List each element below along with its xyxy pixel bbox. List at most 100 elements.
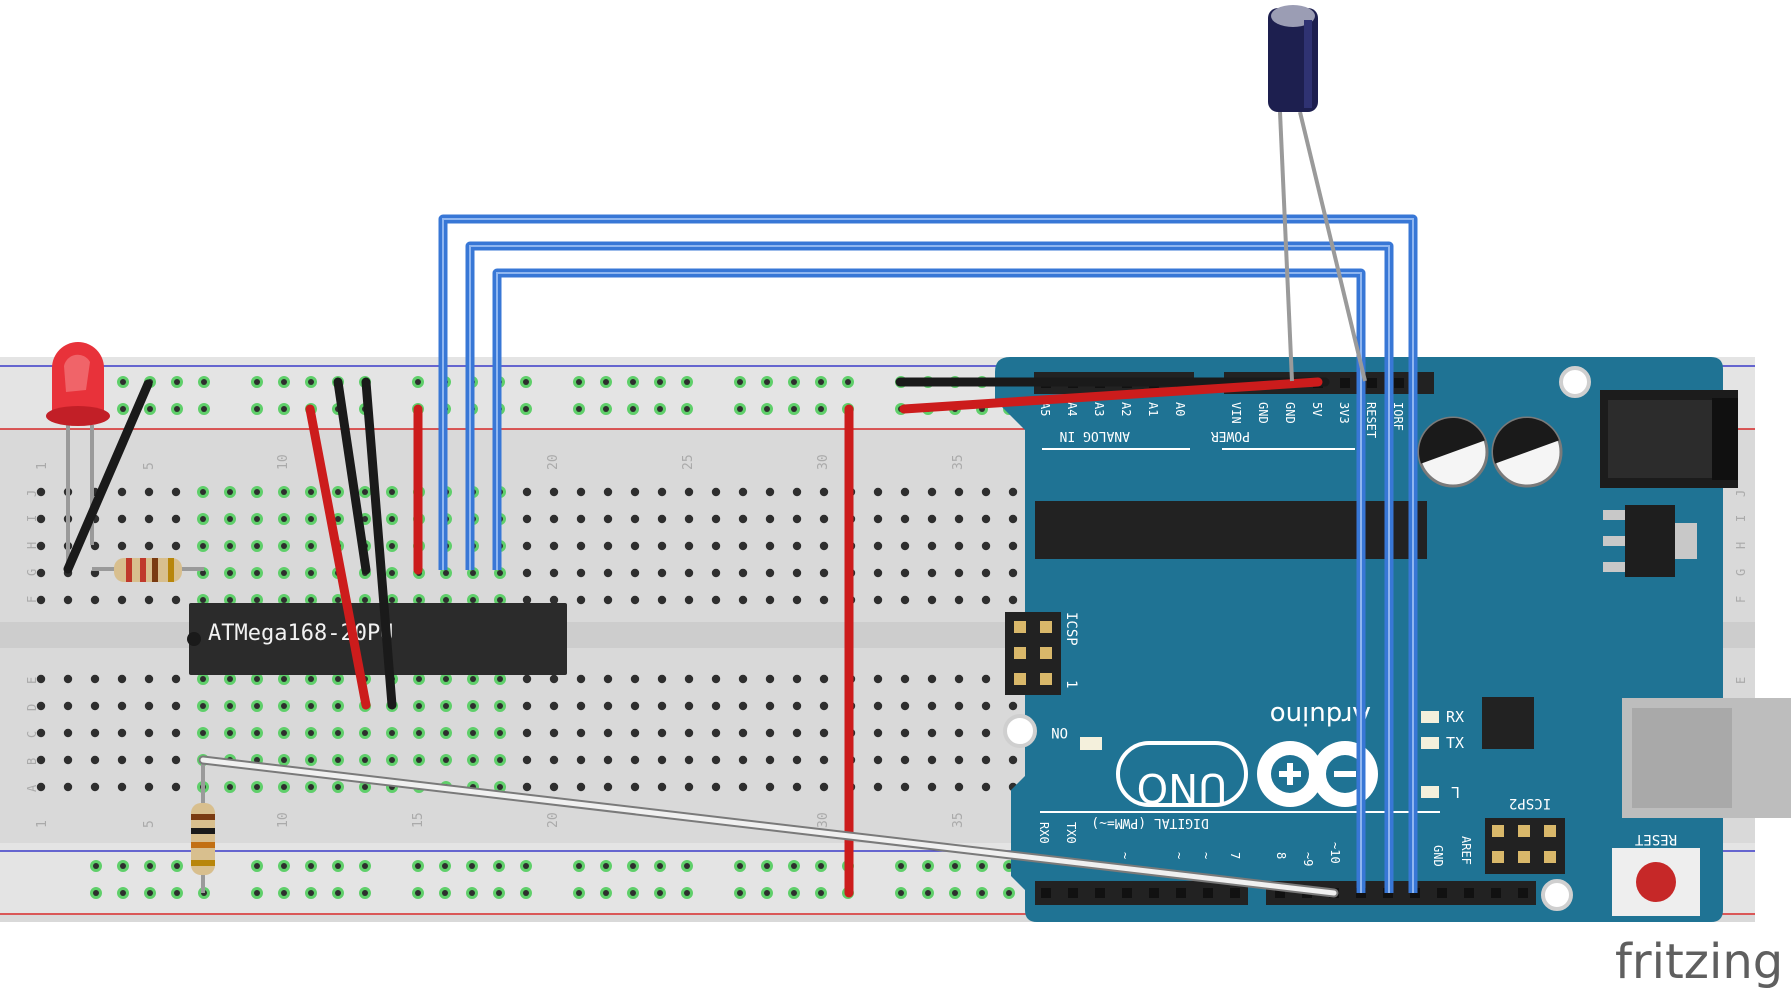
header-pin[interactable] [1464,888,1474,898]
breadboard-hole[interactable] [630,728,640,738]
breadboard-hole[interactable] [738,595,748,605]
breadboard-hole[interactable] [711,514,721,524]
breadboard-hole[interactable] [954,674,964,684]
breadboard-hole[interactable] [603,487,613,497]
breadboard-hole[interactable] [900,782,910,792]
breadboard-hole[interactable] [117,541,127,551]
header-pin[interactable] [1176,888,1186,898]
breadboard-hole[interactable] [711,487,721,497]
breadboard-hole[interactable] [1008,755,1018,765]
breadboard-hole[interactable] [549,701,559,711]
breadboard-hole[interactable] [549,728,559,738]
breadboard-hole[interactable] [792,487,802,497]
red-led[interactable] [46,342,110,569]
breadboard-hole[interactable] [36,514,46,524]
breadboard-hole[interactable] [549,541,559,551]
breadboard-hole[interactable] [63,674,73,684]
breadboard-hole[interactable] [711,701,721,711]
breadboard-hole[interactable] [684,782,694,792]
breadboard-hole[interactable] [873,701,883,711]
header-pin[interactable] [1491,888,1501,898]
breadboard-hole[interactable] [144,728,154,738]
breadboard-hole[interactable] [927,674,937,684]
breadboard-hole[interactable] [630,487,640,497]
breadboard-hole[interactable] [36,755,46,765]
breadboard-hole[interactable] [954,701,964,711]
header-pin[interactable] [1340,378,1350,388]
breadboard-hole[interactable] [900,568,910,578]
breadboard-hole[interactable] [522,541,532,551]
breadboard-hole[interactable] [630,755,640,765]
breadboard-hole[interactable] [549,595,559,605]
breadboard-hole[interactable] [819,674,829,684]
breadboard-hole[interactable] [603,595,613,605]
breadboard-hole[interactable] [90,728,100,738]
breadboard-hole[interactable] [522,568,532,578]
breadboard-hole[interactable] [576,514,586,524]
breadboard-hole[interactable] [900,595,910,605]
breadboard-hole[interactable] [927,755,937,765]
breadboard-hole[interactable] [549,782,559,792]
breadboard-hole[interactable] [144,701,154,711]
breadboard-hole[interactable] [171,487,181,497]
breadboard-hole[interactable] [900,728,910,738]
breadboard-hole[interactable] [792,728,802,738]
breadboard-hole[interactable] [603,755,613,765]
breadboard-hole[interactable] [873,728,883,738]
breadboard-hole[interactable] [927,701,937,711]
breadboard-hole[interactable] [792,514,802,524]
breadboard-hole[interactable] [684,674,694,684]
breadboard-hole[interactable] [657,541,667,551]
breadboard-hole[interactable] [765,568,775,578]
breadboard-hole[interactable] [63,728,73,738]
breadboard-hole[interactable] [927,728,937,738]
breadboard-hole[interactable] [549,568,559,578]
breadboard-hole[interactable] [819,595,829,605]
breadboard-hole[interactable] [576,728,586,738]
breadboard-hole[interactable] [36,782,46,792]
breadboard-hole[interactable] [900,514,910,524]
resistor[interactable] [191,760,215,893]
breadboard-hole[interactable] [576,487,586,497]
breadboard-hole[interactable] [738,701,748,711]
breadboard-hole[interactable] [954,755,964,765]
breadboard-hole[interactable] [117,728,127,738]
breadboard-hole[interactable] [36,701,46,711]
breadboard-hole[interactable] [981,595,991,605]
breadboard-hole[interactable] [576,595,586,605]
breadboard-hole[interactable] [144,674,154,684]
breadboard-hole[interactable] [900,487,910,497]
header-pin[interactable] [1068,888,1078,898]
breadboard-hole[interactable] [927,782,937,792]
breadboard-hole[interactable] [873,674,883,684]
breadboard-hole[interactable] [522,782,532,792]
breadboard-hole[interactable] [927,541,937,551]
breadboard-hole[interactable] [630,701,640,711]
breadboard-hole[interactable] [981,487,991,497]
breadboard-hole[interactable] [792,755,802,765]
header-pin[interactable] [1041,888,1051,898]
breadboard-hole[interactable] [171,541,181,551]
breadboard-hole[interactable] [36,595,46,605]
breadboard-hole[interactable] [765,782,775,792]
breadboard-hole[interactable] [63,782,73,792]
breadboard-hole[interactable] [684,728,694,738]
breadboard-hole[interactable] [981,541,991,551]
breadboard-hole[interactable] [873,568,883,578]
breadboard-hole[interactable] [171,674,181,684]
breadboard-hole[interactable] [711,782,721,792]
breadboard-hole[interactable] [144,782,154,792]
breadboard-hole[interactable] [900,755,910,765]
breadboard-hole[interactable] [873,514,883,524]
breadboard-hole[interactable] [738,728,748,738]
resistor[interactable] [92,558,204,582]
breadboard-hole[interactable] [522,487,532,497]
breadboard-hole[interactable] [711,568,721,578]
breadboard-hole[interactable] [765,541,775,551]
breadboard-hole[interactable] [954,541,964,551]
breadboard-hole[interactable] [117,595,127,605]
header-pin[interactable] [1275,888,1285,898]
breadboard-hole[interactable] [873,595,883,605]
breadboard-hole[interactable] [954,595,964,605]
breadboard-hole[interactable] [630,541,640,551]
